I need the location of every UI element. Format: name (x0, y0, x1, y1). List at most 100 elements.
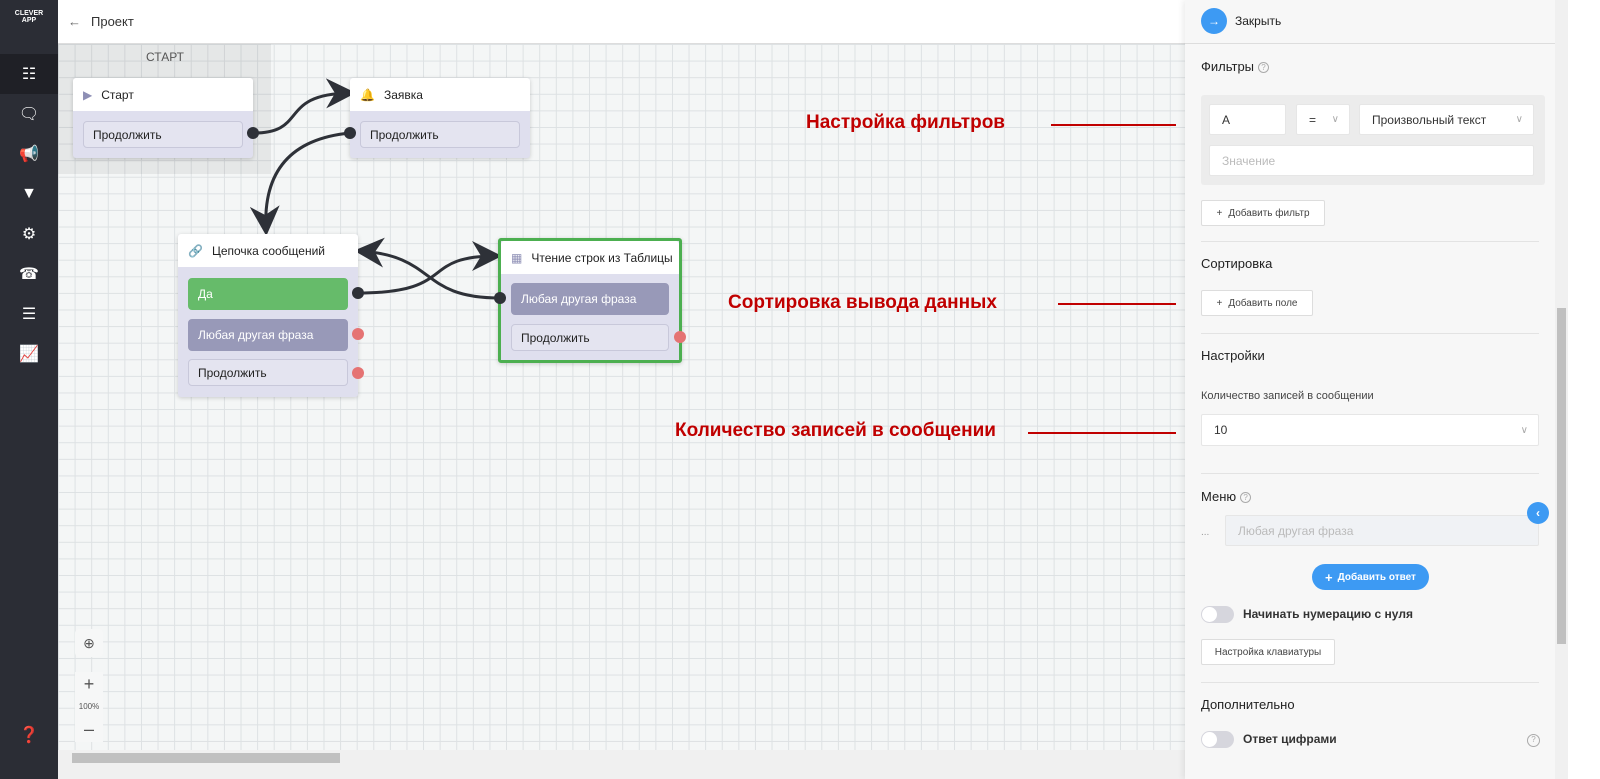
connection-request-chain (249, 131, 351, 236)
add-answer-button[interactable]: +Добавить ответ (1312, 564, 1429, 590)
menu-title: Меню? (1201, 489, 1252, 504)
link-icon: 🔗 (188, 243, 203, 258)
connector-dot[interactable] (344, 127, 356, 139)
chevron-down-icon: ∨ (1515, 114, 1523, 125)
scrollbar-thumb[interactable] (72, 753, 340, 763)
connector-dot[interactable] (352, 287, 364, 299)
node-button[interactable]: Любая другая фраза (188, 319, 348, 351)
chats-icon[interactable]: 🗨 (18, 106, 40, 123)
divider (1201, 333, 1539, 334)
help-icon[interactable]: ? (1527, 734, 1540, 747)
close-arrow-icon[interactable]: → (1201, 8, 1227, 34)
sitemap-icon[interactable]: ☷ (0, 54, 58, 94)
start-zone-label: СТАРТ (146, 50, 184, 64)
connections (249, 78, 502, 300)
annotation-sorting: Сортировка вывода данных (728, 292, 997, 313)
database-icon[interactable]: ☰ (21, 306, 37, 323)
chart-icon[interactable]: 📈 (19, 346, 39, 363)
filter-icon[interactable]: ▼ (21, 185, 37, 202)
drag-handle[interactable]: ... (1201, 527, 1210, 538)
table-icon: ▦ (511, 250, 523, 265)
menu-item-input[interactable]: Любая другая фраза (1225, 515, 1539, 546)
count-select[interactable]: 10 ∨ (1201, 414, 1539, 446)
connector-dot[interactable] (247, 127, 259, 139)
back-link[interactable]: Проект (91, 14, 134, 29)
zero-numbering-label: Начинать нумерацию с нуля (1243, 607, 1413, 621)
node-button[interactable]: Любая другая фраза (511, 283, 669, 315)
help-icon[interactable]: ? (1258, 62, 1270, 74)
filters-title: Фильтры? (1201, 59, 1270, 74)
chevron-down-icon: ∨ (1331, 114, 1339, 125)
node-title: Старт (101, 87, 134, 102)
panel-scrollbar[interactable] (1555, 0, 1568, 779)
support-icon[interactable]: ☎ (19, 266, 39, 283)
scrollbar-thumb[interactable] (1557, 308, 1566, 644)
right-margin (1568, 0, 1600, 779)
node-request[interactable]: 🔔 Заявка Продолжить (350, 78, 530, 158)
connector-dot[interactable] (352, 367, 364, 379)
filter-type-select[interactable]: Произвольный текст ∨ (1359, 104, 1534, 135)
add-filter-button[interactable]: +Добавить фильтр (1201, 200, 1325, 226)
zoom-level: 100% (75, 696, 103, 716)
keyboard-settings-button[interactable]: Настройка клавиатуры (1201, 639, 1335, 665)
count-label: Количество записей в сообщении (1201, 390, 1374, 402)
zoom-in-button[interactable]: + (75, 672, 103, 696)
node-title: Заявка (383, 87, 423, 102)
annotation-arrow (1028, 432, 1176, 434)
connector-dot[interactable] (674, 331, 686, 343)
filter-value-input[interactable]: Значение (1209, 145, 1534, 176)
node-button[interactable]: Да (188, 278, 348, 310)
node-start[interactable]: ▶ Старт Продолжить (73, 78, 253, 158)
connector-dot[interactable] (352, 328, 364, 340)
annotation-filters: Настройка фильтров (806, 112, 1005, 133)
count-value: 10 (1214, 423, 1228, 437)
node-title: Цепочка сообщений (211, 243, 325, 258)
horizontal-scrollbar[interactable] (58, 750, 1185, 779)
divider (1201, 473, 1539, 474)
settings-title: Настройки (1201, 348, 1265, 363)
filter-operator-select[interactable]: =∨ (1296, 104, 1350, 135)
panel-header: → Закрыть (1185, 0, 1555, 44)
megaphone-icon[interactable]: 📢 (19, 146, 39, 163)
node-button[interactable]: Продолжить (188, 359, 348, 386)
zoom-out-button[interactable]: – (75, 716, 103, 742)
settings-panel: → Закрыть Фильтры? A =∨ Произвольный тек… (1185, 0, 1555, 779)
close-button[interactable]: Закрыть (1235, 14, 1282, 28)
connection-yes-table (357, 241, 502, 295)
node-button[interactable]: Продолжить (360, 121, 520, 148)
bell-icon: 🔔 (360, 87, 375, 102)
center-icon[interactable]: ⊕ (75, 629, 103, 657)
type-value: Произвольный текст (1372, 112, 1487, 127)
play-icon: ▶ (83, 87, 93, 102)
digits-answer-label: Ответ цифрами (1243, 732, 1337, 746)
add-sort-field-button[interactable]: +Добавить поле (1201, 290, 1313, 316)
gear-icon[interactable]: ⚙ (21, 226, 37, 243)
digits-answer-toggle[interactable] (1201, 731, 1234, 748)
node-button[interactable]: Продолжить (511, 324, 669, 351)
chevron-down-icon: ∨ (1520, 424, 1528, 436)
help-icon[interactable]: ? (1240, 492, 1252, 504)
connection-table-chain (354, 237, 501, 300)
divider (1201, 682, 1539, 683)
back-arrow-icon[interactable]: ← (68, 14, 81, 29)
flow-canvas[interactable]: СТАРТ ▶ Старт Продолжить 🔔 Заявка Продолжи… (58, 44, 1185, 750)
zero-numbering-toggle[interactable] (1201, 606, 1234, 623)
annotation-count: Количество записей в сообщении (675, 420, 996, 441)
help-icon[interactable]: ❓ (19, 727, 39, 744)
filter-field-input[interactable]: A (1209, 104, 1286, 135)
node-table-read[interactable]: ▦ Чтение строк из Таблицы Любая другая фр… (498, 238, 682, 363)
node-title: Чтение строк из Таблицы (531, 250, 673, 265)
operator-value: = (1309, 112, 1317, 127)
sorting-title: Сортировка (1201, 256, 1273, 271)
divider (1201, 241, 1539, 242)
extra-title: Дополнительно (1201, 697, 1295, 712)
node-button[interactable]: Продолжить (83, 121, 243, 148)
node-message-chain[interactable]: 🔗 Цепочка сообщений Да Любая другая фраза… (178, 234, 358, 397)
connection-start-request (253, 78, 356, 135)
header: ← Проект (58, 0, 1185, 44)
collapse-chevron-icon[interactable]: ‹ (1527, 502, 1549, 524)
annotation-arrow (1051, 124, 1176, 126)
connector-dot[interactable] (494, 292, 506, 304)
